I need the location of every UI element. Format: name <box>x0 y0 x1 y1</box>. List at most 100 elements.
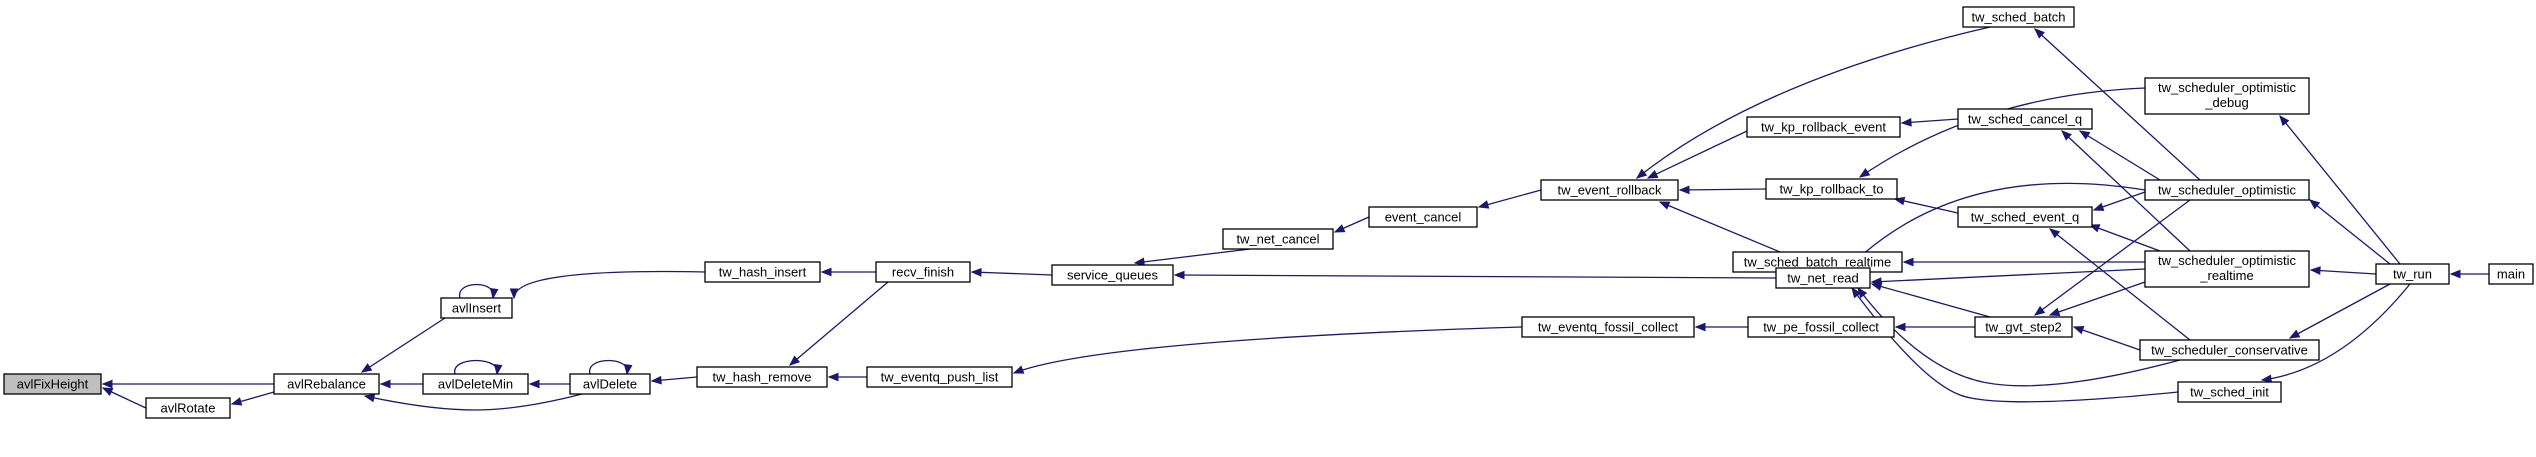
node-tw-kp-rollback-to[interactable]: tw_kp_rollback_to <box>1765 178 1898 200</box>
node-label: tw_sched_cancel_q <box>1968 112 2082 127</box>
node-tw-net-read[interactable]: tw_net_read <box>1775 267 1871 289</box>
node-label: tw_scheduler_optimistic <box>2158 80 2297 95</box>
arrowhead <box>489 288 499 300</box>
node-tw-event-rollback[interactable]: tw_event_rollback <box>1540 179 1679 201</box>
node-tw-sched-batch[interactable]: tw_sched_batch <box>1962 6 2075 28</box>
node-tw-sched-cancel-q[interactable]: tw_sched_cancel_q <box>1957 108 2093 130</box>
node-avlrotate[interactable]: avlRotate <box>145 397 231 419</box>
node-tw-gvt-step2[interactable]: tw_gvt_step2 <box>1974 316 2073 338</box>
node-label: avlDelete <box>583 377 637 392</box>
arrowhead <box>1858 168 1871 178</box>
node-avlinsert[interactable]: avlInsert <box>440 297 513 319</box>
node-label: tw_net_read <box>1787 271 1859 286</box>
call-edge-line <box>2079 130 2161 181</box>
node-tw-eventq-fossil-collect[interactable]: tw_eventq_fossil_collect <box>1521 316 1695 338</box>
node-label: tw_gvt_step2 <box>1985 320 2062 335</box>
call-edge <box>2033 199 2191 316</box>
node-tw-scheduler-optimistic[interactable]: tw_scheduler_optimistic <box>2144 179 2310 201</box>
node-avldeletemin[interactable]: avlDeleteMin <box>422 373 529 395</box>
call-edge <box>1893 196 1959 214</box>
node-avldelete[interactable]: avlDelete <box>569 373 651 395</box>
node-box <box>1962 6 2075 28</box>
node-tw-pe-fossil-collect[interactable]: tw_pe_fossil_collect <box>1747 316 1895 338</box>
node-tw-scheduler-optimistic-debug[interactable]: tw_scheduler_optimistic_debug <box>2144 77 2310 115</box>
call-edge <box>589 359 633 376</box>
node-box <box>440 297 513 319</box>
node-tw-sched-batch-realtime[interactable]: tw_sched_batch_realtime <box>1732 251 1903 273</box>
node-label: tw_kp_rollback_to <box>1779 182 1883 197</box>
node-tw-run[interactable]: tw_run <box>2375 263 2450 285</box>
call-edge <box>820 267 876 277</box>
arrowhead <box>1012 365 1025 374</box>
call-edge <box>1646 130 1748 179</box>
node-tw-scheduler-conservative[interactable]: tw_scheduler_conservative <box>2139 339 2320 361</box>
node-label: service_queues <box>1067 268 1159 283</box>
node-label: tw_hash_remove <box>713 370 812 385</box>
arrowhead <box>820 267 832 277</box>
call-edge-line <box>1871 283 1991 318</box>
call-edge <box>454 359 503 376</box>
node-service-queues[interactable]: service_queues <box>1051 264 1174 286</box>
arrowhead <box>2092 202 2105 211</box>
call-edge-line <box>513 270 706 299</box>
arrowhead <box>1658 201 1671 210</box>
call-edge <box>509 270 706 300</box>
node-tw-hash-insert[interactable]: tw_hash_insert <box>704 261 821 283</box>
node-label: tw_event_rollback <box>1557 183 1662 198</box>
node-label: tw_scheduler_conservative <box>2151 343 2308 358</box>
call-edge <box>1694 322 1748 332</box>
call-edge <box>2088 224 2161 252</box>
node-box <box>1775 267 1871 289</box>
node-box <box>2144 77 2310 115</box>
arrowhead <box>650 375 662 385</box>
arrowhead <box>2309 266 2321 275</box>
node-avlfixheight[interactable]: avlFixHeight <box>3 373 102 395</box>
call-edge-line <box>2061 130 2191 252</box>
node-event-cancel[interactable]: event_cancel <box>1368 206 1478 228</box>
node-label: tw_scheduler_optimistic <box>2158 253 2297 268</box>
arrowhead <box>623 364 633 376</box>
arrowhead <box>379 379 391 389</box>
node-avlrebalance[interactable]: avlRebalance <box>273 373 380 395</box>
call-edge <box>379 379 423 389</box>
node-box <box>1540 179 1679 201</box>
call-edge-line <box>1894 198 1959 214</box>
call-edge <box>2449 269 2489 279</box>
node-label: tw_eventq_push_list <box>881 370 999 385</box>
call-edge <box>1858 87 2146 178</box>
call-edge-line <box>2310 269 2377 275</box>
node-box <box>2177 381 2282 403</box>
arrowhead <box>360 363 373 373</box>
node-box <box>2144 250 2310 288</box>
node-tw-hash-remove[interactable]: tw_hash_remove <box>696 366 828 388</box>
call-edge-line <box>1134 248 1251 264</box>
node-tw-eventq-push-list[interactable]: tw_eventq_push_list <box>866 366 1013 388</box>
call-edge-line <box>1659 201 1781 253</box>
node-box <box>1974 316 2073 338</box>
node-tw-sched-event-q[interactable]: tw_sched_event_q <box>1957 206 2093 228</box>
node-box <box>1957 206 2093 228</box>
arrowhead <box>1635 168 1648 179</box>
arrowhead <box>2449 269 2461 279</box>
call-edge-line <box>2073 326 2141 351</box>
arrowhead <box>1678 185 1690 195</box>
call-edge <box>2061 130 2191 252</box>
arrowhead <box>2061 130 2072 141</box>
node-label: event_cancel <box>1385 210 1462 225</box>
node-box <box>696 366 828 388</box>
arrowhead <box>1133 257 1145 267</box>
node-recv-finish[interactable]: recv_finish <box>875 261 971 283</box>
node-main[interactable]: main <box>2488 263 2534 285</box>
call-edge <box>459 284 499 300</box>
node-tw-net-cancel[interactable]: tw_net_cancel <box>1222 228 1334 250</box>
node-label: tw_pe_fossil_collect <box>1763 320 1879 335</box>
arrowhead <box>1694 322 1706 332</box>
node-box <box>145 397 231 419</box>
call-edge <box>1851 286 2179 403</box>
node-label: tw_sched_batch_realtime <box>1744 255 1891 270</box>
node-tw-sched-init[interactable]: tw_sched_init <box>2177 381 2282 403</box>
arrowhead <box>1894 322 1906 332</box>
node-box <box>3 373 102 395</box>
node-tw-kp-rollback-event[interactable]: tw_kp_rollback_event <box>1746 116 1901 138</box>
node-tw-scheduler-optimistic-realtime[interactable]: tw_scheduler_optimistic_realtime <box>2144 250 2310 288</box>
